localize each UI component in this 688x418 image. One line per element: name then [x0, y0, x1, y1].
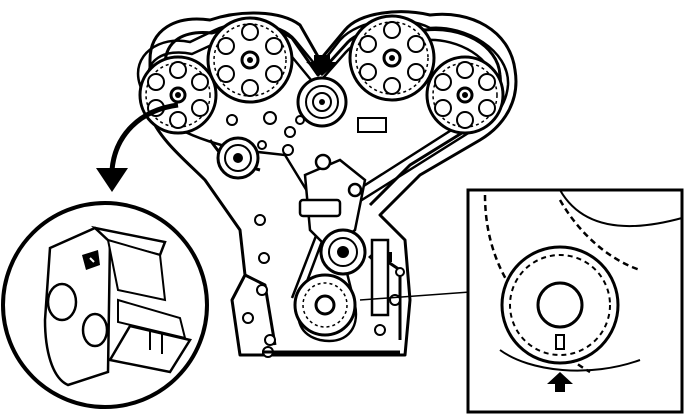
center-idler-pulley: [296, 76, 348, 128]
water-pump-pulley: [319, 228, 367, 276]
lower-bolts: [242, 214, 405, 358]
camshaft-sprocket-right-outer: [425, 55, 505, 135]
camshaft-sprocket-right-inner: [348, 14, 436, 102]
camshaft-sprocket-left-inner: [206, 16, 294, 104]
curved-arrow-head: [96, 168, 128, 192]
up-arrow-icon: [547, 372, 573, 392]
tensioner-bracket: [370, 238, 390, 317]
upper-middle-bolts: [226, 111, 305, 156]
tensioner-pulley: [216, 136, 260, 180]
curved-arrow-icon: [109, 102, 179, 171]
label-plate: [357, 117, 387, 133]
detail-circle-camshaft-lock: [1, 201, 209, 409]
detail-box-crankshaft-mark: [466, 188, 684, 414]
crankshaft-sprocket: [293, 273, 357, 337]
tensioner-arm: [298, 153, 367, 252]
down-arrow-icon: [306, 55, 338, 76]
leader-line-crank: [359, 291, 471, 301]
camshaft-sprocket-left-outer: [138, 55, 218, 135]
